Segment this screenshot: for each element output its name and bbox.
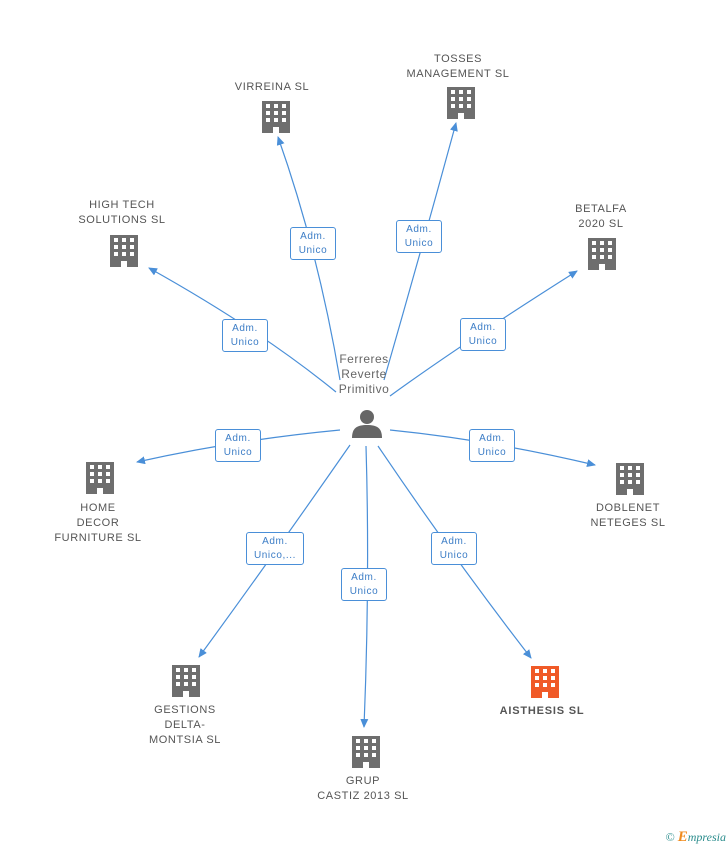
relation-badge-hightech[interactable]: Adm. Unico xyxy=(222,319,268,352)
relation-badge-homedecor[interactable]: Adm. Unico xyxy=(215,429,261,462)
brand-logo-text: mpresia xyxy=(687,830,726,844)
building-icon[interactable] xyxy=(588,238,616,270)
company-label-hightech[interactable]: HIGH TECH SOLUTIONS SL xyxy=(78,198,165,228)
building-icon[interactable] xyxy=(352,736,380,768)
company-label-line: HIGH TECH xyxy=(89,199,155,211)
relation-badge-line: Unico xyxy=(298,245,328,256)
person-name-line: Ferreres xyxy=(339,352,389,366)
brand-footer: © Empresia xyxy=(666,829,726,846)
company-label-grup[interactable]: GRUP CASTIZ 2013 SL xyxy=(317,774,409,804)
company-label-line: DECOR xyxy=(76,517,120,529)
company-label-line: DOBLENET xyxy=(595,502,661,514)
company-label-virreina[interactable]: VIRREINA SL xyxy=(235,80,309,95)
building-icon[interactable] xyxy=(172,665,200,697)
relation-badge-betalfa[interactable]: Adm. Unico xyxy=(460,318,506,351)
person-icon[interactable] xyxy=(352,410,382,438)
relation-badge-line: Unico xyxy=(468,336,498,347)
company-label-line: CASTIZ 2013 SL xyxy=(317,790,409,802)
building-icon[interactable] xyxy=(447,87,475,119)
relation-badge-line: Unico,... xyxy=(253,550,297,561)
relation-badge-line: Unico xyxy=(404,238,434,249)
relation-badge-line: Adm. xyxy=(470,322,496,333)
copyright-symbol: © xyxy=(665,830,675,844)
relation-badge-line: Adm. xyxy=(406,224,432,235)
company-label-line: DELTA- xyxy=(164,719,206,731)
company-label-aisthesis[interactable]: AISTHESIS SL xyxy=(500,704,585,719)
company-label-betalfa[interactable]: BETALFA 2020 SL xyxy=(575,202,627,232)
company-label-line: GESTIONS xyxy=(154,704,216,716)
relation-badge-line: Adm. xyxy=(225,433,251,444)
company-label-line: SOLUTIONS SL xyxy=(78,214,166,226)
relation-badge-line: Unico xyxy=(230,337,260,348)
company-label-line: MANAGEMENT SL xyxy=(406,68,510,80)
company-label-line: HOME xyxy=(80,502,116,514)
company-label-line: AISTHESIS SL xyxy=(499,705,585,717)
person-name-line: Primitivo xyxy=(338,382,390,396)
relation-badge-line: Unico xyxy=(349,586,379,597)
company-label-doblenet[interactable]: DOBLENET NETEGES SL xyxy=(590,501,665,531)
company-label-line: 2020 SL xyxy=(578,218,624,230)
company-label-line: VIRREINA SL xyxy=(234,81,310,93)
edges-layer xyxy=(136,122,596,728)
person-name[interactable]: Ferreres Reverte Primitivo xyxy=(339,352,390,397)
nodes-layer xyxy=(86,87,644,768)
company-label-line: GRUP xyxy=(345,775,381,787)
building-icon[interactable] xyxy=(616,463,644,495)
edge-tosses xyxy=(383,122,458,381)
relation-badge-grup[interactable]: Adm. Unico xyxy=(341,568,387,601)
company-label-tosses[interactable]: TOSSES MANAGEMENT SL xyxy=(407,52,510,82)
relation-badge-doblenet[interactable]: Adm. Unico xyxy=(469,429,515,462)
person-name-line: Reverte xyxy=(341,367,387,381)
relation-badge-gestions[interactable]: Adm. Unico,... xyxy=(246,532,304,565)
company-label-line: MONTSIA SL xyxy=(148,734,222,746)
company-label-gestions[interactable]: GESTIONS DELTA- MONTSIA SL xyxy=(149,703,221,748)
building-icon[interactable] xyxy=(262,101,290,133)
relation-badge-line: Adm. xyxy=(351,572,377,583)
building-icon[interactable] xyxy=(86,462,114,494)
company-label-line: TOSSES xyxy=(433,53,483,65)
relation-badge-line: Unico xyxy=(477,447,507,458)
brand-logo-initial: E xyxy=(677,829,688,845)
relation-badge-line: Unico xyxy=(439,550,469,561)
relation-badge-line: Adm. xyxy=(262,536,288,547)
relation-badge-virreina[interactable]: Adm. Unico xyxy=(290,227,336,260)
relation-badge-line: Adm. xyxy=(300,231,326,242)
building-icon[interactable] xyxy=(531,666,559,698)
relation-badge-line: Unico xyxy=(223,447,253,458)
relation-badge-aisthesis[interactable]: Adm. Unico xyxy=(431,532,477,565)
company-label-homedecor[interactable]: HOME DECOR FURNITURE SL xyxy=(54,501,141,546)
relation-badge-line: Adm. xyxy=(441,536,467,547)
company-label-line: FURNITURE SL xyxy=(54,532,142,544)
relation-badge-line: Adm. xyxy=(232,323,258,334)
company-label-line: NETEGES SL xyxy=(590,517,666,529)
relation-badge-line: Adm. xyxy=(479,433,505,444)
building-icon[interactable] xyxy=(110,235,138,267)
company-label-line: BETALFA xyxy=(575,203,627,215)
relation-badge-tosses[interactable]: Adm. Unico xyxy=(396,220,442,253)
